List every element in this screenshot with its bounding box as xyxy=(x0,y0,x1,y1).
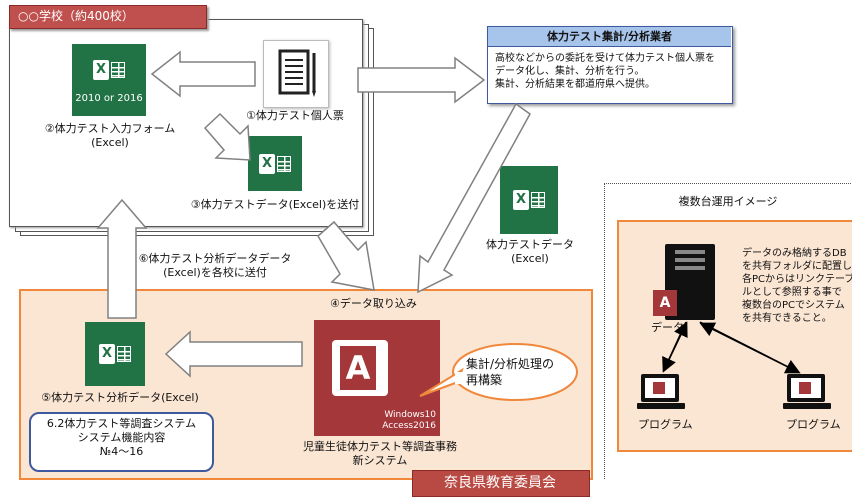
form-label-line1: ②体力テスト入力フォーム xyxy=(44,122,176,135)
org-tab xyxy=(412,470,590,497)
vendor-desc-line2: データ化し、集計、分析を行う。 xyxy=(495,66,645,77)
program-right-label: プログラム xyxy=(786,418,841,431)
bubble-text: 集計/分析処理の 再構築 xyxy=(466,356,554,388)
school-title-tab xyxy=(9,5,207,29)
system-label-line1: 児童生徒体力テスト等調査事務 xyxy=(303,440,457,453)
multi-desc-line5: 複数台のPCでシステム xyxy=(742,300,845,311)
multi-panel xyxy=(604,183,852,479)
excel-version-badge: 2010 or 2016 xyxy=(75,93,143,104)
analysis-label: ⑤体力テスト分析データ(Excel) xyxy=(41,391,199,404)
system-label: 児童生徒体力テスト等調査事務 新システム xyxy=(280,440,480,468)
access-icon: A Windows10 Access2016 xyxy=(314,320,440,436)
excel-form-icon: X 2010 or 2016 xyxy=(72,44,146,116)
school-title: ○○学校（約400校） xyxy=(18,9,134,23)
send-label: ③体力テストデータ(Excel)を送付 xyxy=(190,198,360,211)
multi-desc-line6: を共有できること。 xyxy=(742,313,832,324)
excel-analysis-icon: X xyxy=(85,322,145,386)
arrow-school-to-board xyxy=(317,220,375,291)
multi-desc-line2: を共有フォルダに配置し、 xyxy=(742,261,852,272)
document-icon-graphic xyxy=(278,49,316,97)
arrow-vendor-to-board xyxy=(417,102,531,294)
return-label-line1: ⑥体力テスト分析データデータ xyxy=(138,252,292,265)
return-label: ⑥体力テスト分析データデータ (Excel)を各校に送付 xyxy=(130,252,300,280)
arrow-sheet-to-form xyxy=(150,50,256,98)
scope-line1: 6.2体力テスト等調査システム xyxy=(46,417,197,430)
vendor-data-label-line1: 体力テストデータ xyxy=(486,238,574,251)
laptop-left-icon xyxy=(637,374,685,412)
vendor-desc: 高校などからの委託を受けて体力テスト個人票を データ化し、集計、分析を行う。 集… xyxy=(495,52,715,91)
excel-send-icon: X xyxy=(248,136,302,191)
access-badge-line2: Access2016 xyxy=(382,421,436,431)
vendor-desc-line1: 高校などからの委託を受けて体力テスト個人票を xyxy=(495,53,715,64)
arrow-access-to-analysis xyxy=(164,330,303,378)
program-left-label: プログラム xyxy=(638,418,693,431)
vendor-data-label-line2: (Excel) xyxy=(511,252,549,265)
arrow-school-to-vendor xyxy=(357,56,486,104)
excel-vendor-icon: X xyxy=(500,166,558,234)
access-a-letter: A xyxy=(340,346,376,390)
scope-box xyxy=(29,412,214,472)
line-left-laptop-to-server xyxy=(663,321,688,371)
vendor-data-label: 体力テストデータ (Excel) xyxy=(475,238,585,266)
vendor-header xyxy=(488,27,731,47)
multi-desc-line3: 各PCからはリンクテーブ xyxy=(742,274,852,285)
speech-bubble xyxy=(419,343,578,401)
vendor-desc-line3: 集計、分析結果を都道府県へ提供。 xyxy=(495,79,655,90)
form-label-line2: (Excel) xyxy=(91,136,129,149)
scope-line2: システム機能内容 xyxy=(77,431,166,444)
document-icon xyxy=(263,40,329,108)
scope-line3: №4～16 xyxy=(99,445,144,458)
multi-box xyxy=(617,220,852,452)
vendor-title: 体力テスト集計/分析業者 xyxy=(546,30,673,43)
multi-desc-line4: ルとして参照する事で xyxy=(742,287,842,298)
org-name: 奈良県教育委員会 xyxy=(444,475,556,491)
system-label-line2: 新システム xyxy=(352,454,408,467)
access-badge: Windows10 Access2016 xyxy=(382,410,436,432)
access-db-small-icon: A xyxy=(653,290,677,316)
import-label: ④データ取り込み xyxy=(330,297,417,310)
bubble-line1: 集計/分析処理の xyxy=(466,357,555,371)
arrow-form-to-send xyxy=(203,112,251,161)
scope-text: 6.2体力テスト等調査システム システム機能内容 №4～16 xyxy=(29,417,214,459)
return-label-line2: (Excel)を各校に送付 xyxy=(163,266,267,279)
arrow-analysis-to-school xyxy=(96,198,148,319)
multi-desc: データのみ格納するDB を共有フォルダに配置し、 各PCからはリンクテーブ ルと… xyxy=(742,247,852,325)
line-right-laptop-to-server xyxy=(699,322,799,373)
sheet-label: ①体力テスト個人票 xyxy=(246,109,344,122)
access-badge-line1: Windows10 xyxy=(384,410,436,420)
laptop-right-icon xyxy=(783,374,831,412)
bubble-line2: 再構築 xyxy=(466,373,503,387)
multi-title: 複数台運用イメージ xyxy=(678,195,778,208)
multi-desc-line1: データのみ格納するDB xyxy=(742,248,847,259)
form-label: ②体力テスト入力フォーム (Excel) xyxy=(40,122,180,150)
